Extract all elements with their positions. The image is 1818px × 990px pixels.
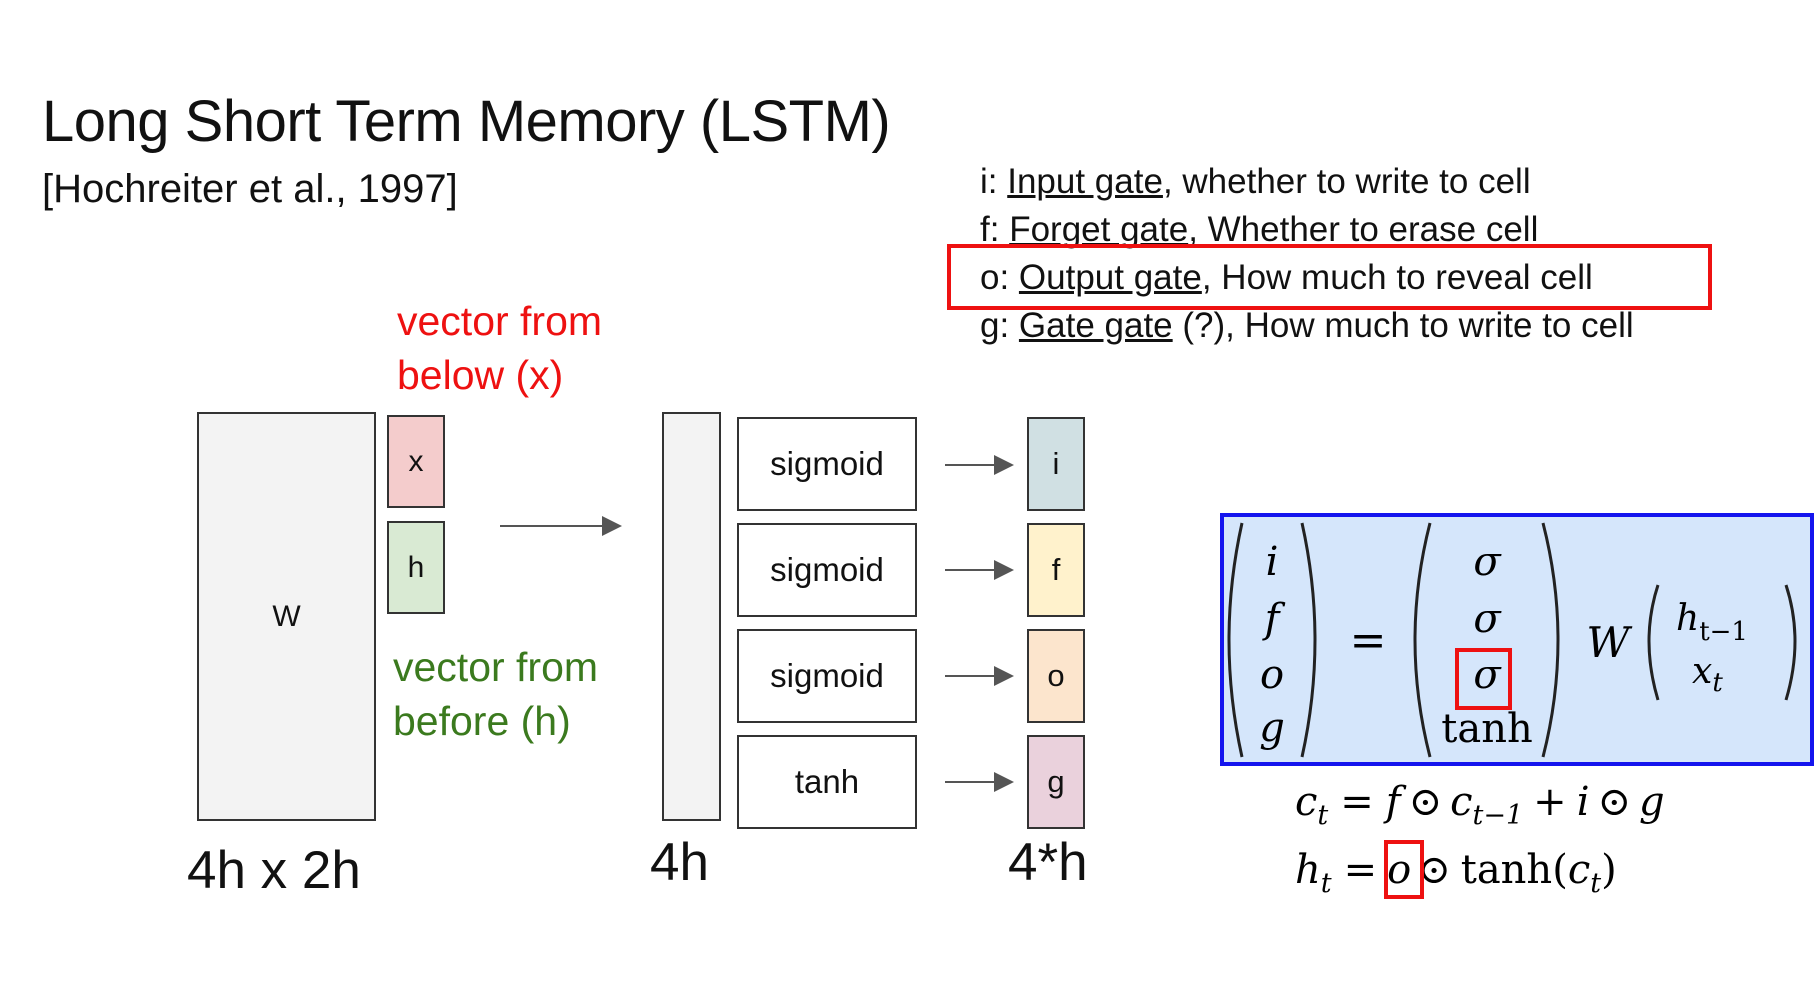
gate-legend-output: o: Output gate, How much to reveal cell: [980, 258, 1593, 297]
lhs-g: g: [1259, 705, 1285, 751]
sigma-output-highlight: [1455, 648, 1512, 710]
gate-legend-input: i: Input gate, whether to write to cell: [980, 162, 1531, 201]
input-paren-open: [1647, 584, 1660, 701]
gate-vector-g: g: [1027, 735, 1085, 829]
input-paren-close: [1784, 584, 1797, 701]
equals-sign: =: [1350, 615, 1387, 666]
cell-state-equation: ct=f⊙ct−1+i⊙g: [1295, 779, 1665, 831]
lhs-o: o: [1260, 652, 1284, 698]
rhs-sigma-2: σ: [1473, 596, 1502, 642]
activation-sigmoid-f: sigmoid: [737, 523, 917, 617]
rhs-tanh: tanh: [1441, 706, 1532, 752]
rhs-sigma-3: σ: [1473, 652, 1502, 698]
x-vector: x: [387, 415, 445, 508]
lstm-equations: i f o g = σ σ σ tanh W ht−1 xt ct=f⊙ct−1…: [1227, 522, 1797, 899]
right-paren-open: [1413, 522, 1432, 758]
right-paren-close: [1541, 522, 1560, 758]
gate-vector-o: o: [1027, 629, 1085, 723]
activation-tanh-g: tanh: [737, 735, 917, 829]
weight-symbol: W: [1586, 618, 1633, 667]
slide-title: Long Short Term Memory (LSTM): [42, 89, 891, 154]
h-prev-term: ht−1: [1676, 598, 1748, 647]
gate-legend-forget: f: Forget gate, Whether to erase cell: [980, 210, 1539, 249]
citation: [Hochreiter et al., 1997]: [42, 167, 458, 211]
h-vector: h: [387, 521, 445, 614]
hidden-state-equation: ht=o⊙tanh(ct): [1295, 847, 1617, 899]
activation-sigmoid-i: sigmoid: [737, 417, 917, 511]
lhs-i: i: [1266, 539, 1279, 585]
output-gate-highlight: [947, 244, 1712, 310]
x-t-term: xt: [1692, 651, 1723, 698]
gate-vector-f: f: [1027, 523, 1085, 617]
dim-label-stacked: 4h: [650, 833, 709, 892]
rhs-sigma-1: σ: [1473, 539, 1502, 585]
output-gate-o-highlight: [1384, 840, 1424, 899]
gate-legend-gate: g: Gate gate (?), How much to write to c…: [980, 306, 1634, 345]
gate-equation-highlight: [1220, 513, 1814, 766]
left-paren-open: [1227, 522, 1244, 758]
dim-label-gates: 4*h: [1008, 833, 1088, 892]
weight-matrix: W: [197, 412, 376, 821]
activation-sigmoid-o: sigmoid: [737, 629, 917, 723]
dim-label-weight: 4h x 2h: [187, 841, 361, 900]
gate-legend: i: Input gate, whether to write to cell …: [980, 158, 1634, 350]
gate-vector-i: i: [1027, 417, 1085, 511]
lhs-f: f: [1262, 596, 1286, 642]
left-paren-close: [1300, 522, 1317, 758]
stacked-vector: [662, 412, 721, 821]
